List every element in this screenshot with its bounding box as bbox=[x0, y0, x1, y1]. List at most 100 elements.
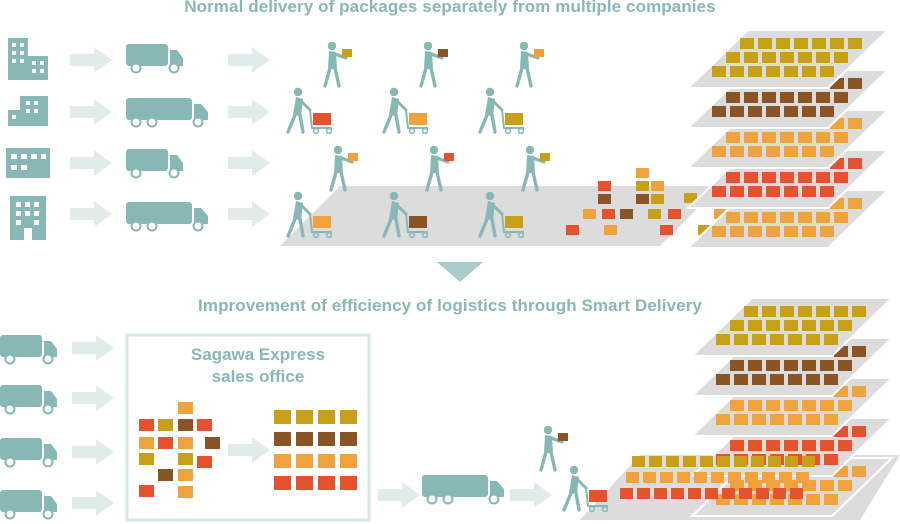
package-icon bbox=[830, 118, 844, 129]
truck-icon bbox=[0, 384, 58, 415]
package-icon bbox=[820, 440, 834, 451]
package-icon bbox=[784, 440, 798, 451]
package-icon bbox=[785, 456, 798, 467]
package-icon bbox=[816, 306, 830, 317]
package-icon bbox=[802, 440, 816, 451]
package-icon bbox=[770, 334, 784, 345]
package-icon bbox=[834, 426, 848, 437]
package-icon bbox=[834, 466, 848, 477]
package-icon bbox=[734, 374, 748, 385]
package-icon bbox=[802, 66, 816, 77]
package-icon bbox=[340, 432, 357, 446]
package-icon bbox=[666, 456, 679, 467]
package-icon bbox=[716, 334, 730, 345]
hand-cart-icon bbox=[382, 86, 430, 136]
package-icon bbox=[852, 466, 866, 477]
down-arrow-icon bbox=[437, 262, 483, 282]
hand-cart-icon bbox=[478, 190, 526, 240]
arrow-icon bbox=[228, 201, 270, 227]
package-icon bbox=[318, 410, 335, 424]
hand-cart-icon bbox=[562, 464, 610, 514]
delivery-person-icon bbox=[323, 40, 352, 88]
package-icon bbox=[274, 476, 291, 490]
package-icon bbox=[798, 306, 812, 317]
hand-cart-icon bbox=[382, 190, 430, 240]
package-icon bbox=[626, 472, 639, 483]
package-icon bbox=[802, 400, 816, 411]
package-icon bbox=[802, 186, 816, 197]
package-icon bbox=[806, 414, 820, 425]
package-icon bbox=[788, 374, 802, 385]
package-icon bbox=[848, 38, 862, 49]
package-icon bbox=[705, 488, 718, 499]
package-icon bbox=[834, 172, 848, 183]
package-icon bbox=[776, 38, 790, 49]
package-icon bbox=[762, 172, 776, 183]
package-icon bbox=[745, 472, 758, 483]
package-icon bbox=[784, 226, 798, 237]
package-icon bbox=[806, 494, 820, 505]
package-icon bbox=[784, 186, 798, 197]
package-icon bbox=[730, 400, 744, 411]
package-icon bbox=[712, 66, 726, 77]
package-icon bbox=[848, 158, 862, 169]
package-icon bbox=[744, 306, 758, 317]
package-icon bbox=[762, 92, 776, 103]
arrow-icon bbox=[72, 490, 114, 516]
package-icon bbox=[798, 52, 812, 63]
package-icon bbox=[820, 186, 834, 197]
package-icon bbox=[712, 226, 726, 237]
package-icon bbox=[716, 374, 730, 385]
package-icon bbox=[848, 78, 862, 89]
package-icon bbox=[766, 186, 780, 197]
delivery-person-icon bbox=[539, 424, 568, 472]
package-icon bbox=[748, 66, 762, 77]
truck-icon bbox=[0, 334, 58, 365]
package-icon bbox=[820, 146, 834, 157]
package-icon bbox=[852, 306, 866, 317]
sales-office-line1: Sagawa Express bbox=[190, 345, 326, 364]
package-icon bbox=[694, 472, 707, 483]
arrow-icon bbox=[510, 482, 552, 508]
package-icon bbox=[838, 480, 852, 491]
building-icon bbox=[6, 148, 50, 178]
package-icon bbox=[748, 320, 762, 331]
package-icon bbox=[716, 494, 730, 505]
package-icon bbox=[756, 488, 769, 499]
package-icon bbox=[780, 172, 794, 183]
package-icon bbox=[773, 488, 786, 499]
package-icon bbox=[748, 106, 762, 117]
package-icon bbox=[340, 454, 357, 468]
package-icon bbox=[798, 212, 812, 223]
package-icon bbox=[834, 346, 848, 357]
package-icon bbox=[296, 454, 313, 468]
package-icon bbox=[834, 306, 848, 317]
package-icon bbox=[806, 334, 820, 345]
package-icon bbox=[730, 480, 744, 491]
package-icon bbox=[834, 92, 848, 103]
package-icon bbox=[752, 494, 766, 505]
package-icon bbox=[762, 52, 776, 63]
package-icon bbox=[717, 456, 730, 467]
package-icon bbox=[816, 132, 830, 143]
package-icon bbox=[748, 226, 762, 237]
package-icon bbox=[752, 414, 766, 425]
package-icon bbox=[274, 410, 291, 424]
package-icon bbox=[340, 410, 357, 424]
package-icon bbox=[296, 410, 313, 424]
package-icon bbox=[802, 480, 816, 491]
arrow-icon bbox=[378, 482, 420, 508]
sorted-packages-grid bbox=[274, 410, 357, 490]
delivery-person-icon bbox=[419, 40, 448, 88]
arrow-icon bbox=[228, 150, 270, 176]
package-icon bbox=[824, 494, 838, 505]
truck-icon bbox=[0, 437, 58, 468]
package-icon bbox=[748, 186, 762, 197]
arrow-icon bbox=[72, 335, 114, 361]
package-icon bbox=[318, 454, 335, 468]
package-icon bbox=[788, 494, 802, 505]
arrow-icon bbox=[228, 47, 270, 73]
delivery-person-icon bbox=[521, 144, 550, 192]
package-icon bbox=[812, 38, 826, 49]
